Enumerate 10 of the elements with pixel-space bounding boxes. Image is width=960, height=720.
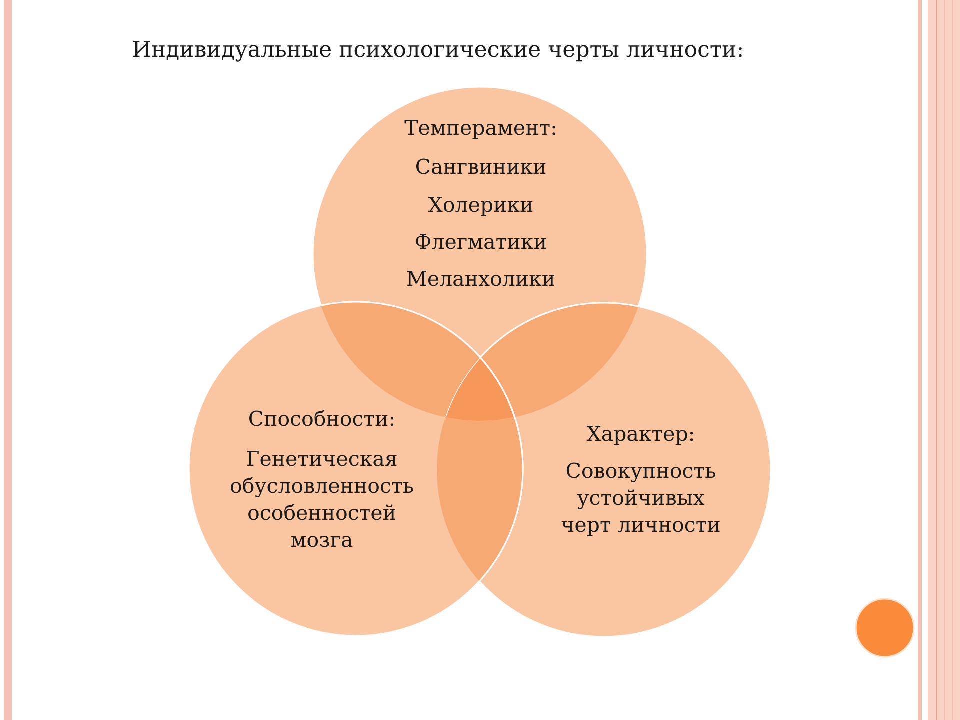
heading-text: Темперамент: xyxy=(404,120,556,140)
description-text: Совокупность устойчивых черт личности xyxy=(562,462,720,536)
title-text: Индивидуальные психологические черты личности: xyxy=(133,40,742,62)
description-text: Генетическая обусловленность особенностей мозга xyxy=(231,451,414,548)
list-item: Флегматики xyxy=(416,234,546,250)
heading-text: Способности: xyxy=(250,410,394,426)
list-item: Холерики xyxy=(428,197,533,216)
list-item: Сангвиники xyxy=(416,158,546,174)
heading-text: Характер: xyxy=(586,426,694,446)
list-item: Меланхолики xyxy=(407,271,554,286)
